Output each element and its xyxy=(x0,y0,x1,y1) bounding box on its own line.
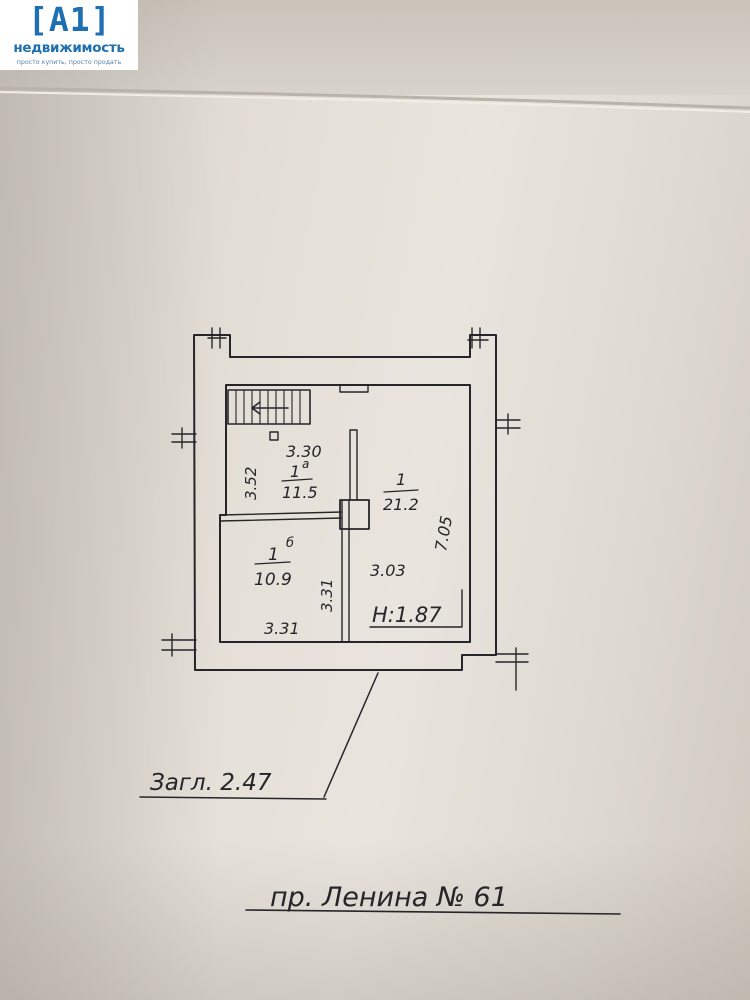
outer-wall xyxy=(193,334,497,671)
wall-tick-left xyxy=(171,427,197,449)
staircase-arrow xyxy=(251,401,289,415)
address-label: пр. Ленина № 61 xyxy=(270,882,508,913)
logo-mark: [A1] xyxy=(28,0,112,39)
fraction-bar-1a xyxy=(281,478,313,482)
address-underline xyxy=(245,909,621,915)
room-1-width: 3.03 xyxy=(370,561,406,580)
room-1b-number: 1 xyxy=(268,545,279,565)
fraction-bar-1b xyxy=(254,561,291,565)
opening-top xyxy=(339,384,369,393)
height-label-box xyxy=(369,589,463,628)
paper-shadow-bottom xyxy=(0,840,750,1000)
partition-left-right xyxy=(341,499,350,643)
paper-fold-shadow xyxy=(0,91,750,113)
partition-1a-1b xyxy=(219,511,343,522)
depth-label-underline xyxy=(139,796,327,800)
vent-square xyxy=(269,431,279,441)
room-1a-depth: 3.52 xyxy=(242,467,260,500)
room-1-depth: 7.05 xyxy=(431,514,456,552)
depth-leader-line xyxy=(323,672,379,798)
staircase xyxy=(227,389,311,425)
wall-tick-top-left xyxy=(207,327,227,349)
central-column xyxy=(339,499,370,530)
room-1a-area: 11.5 xyxy=(282,483,318,502)
wall-tick-right xyxy=(495,413,521,435)
room-1b-suffix: б xyxy=(286,536,294,551)
paper-fold-edge xyxy=(0,86,750,110)
room-1b-width: 3.31 xyxy=(264,619,300,638)
staircase-steps xyxy=(235,389,301,425)
room-1b-depth: 3.31 xyxy=(318,579,336,612)
height-label: H:1.87 xyxy=(372,603,442,627)
wall-tick-bottom-right xyxy=(495,647,529,691)
room-1a-number: 1 xyxy=(290,462,300,481)
fraction-bar-1 xyxy=(383,489,419,493)
paper-shadow-left xyxy=(0,0,220,1000)
logo-name: недвижимость xyxy=(13,40,125,56)
depth-label: Загл. 2.47 xyxy=(150,770,272,796)
room-1-area: 21.2 xyxy=(383,495,419,514)
room-1a-suffix: а xyxy=(302,457,309,471)
wall-tick-top-right xyxy=(467,327,489,349)
logo-tagline: просто купить, просто продать xyxy=(16,59,122,66)
pipe-riser xyxy=(349,429,358,501)
room-1a-width: 3.30 xyxy=(286,442,322,461)
wall-tick-bottom-left xyxy=(161,633,197,657)
room-1-number: 1 xyxy=(396,470,406,489)
room-1b-area: 10.9 xyxy=(254,570,292,590)
watermark-logo: [A1] недвижимость просто купить, просто … xyxy=(0,0,138,70)
